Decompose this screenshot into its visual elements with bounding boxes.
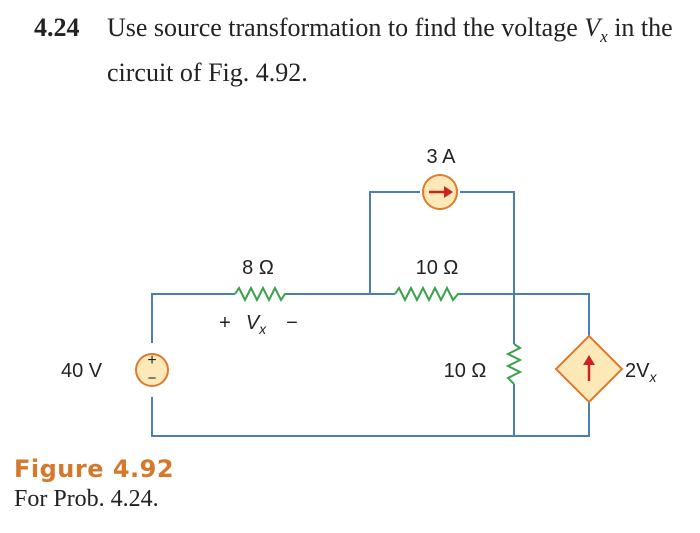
vx-plus-sign: +	[219, 312, 231, 334]
voltage-source-40v: + −	[135, 352, 169, 387]
resistor-8ohm-label: 8 Ω	[242, 257, 274, 279]
voltage-source-plus: +	[147, 352, 156, 369]
problem-number: 4.24	[34, 13, 80, 42]
resistor-10ohm-top-label: 10 Ω	[416, 257, 459, 279]
current-source-label: 3 A	[427, 146, 457, 168]
vx-label-sub: x	[258, 321, 267, 337]
voltage-source-minus: −	[148, 370, 157, 387]
wire-right-top	[462, 293, 590, 336]
dependent-source-value: 2V	[625, 360, 650, 382]
resistor-8ohm	[234, 285, 289, 303]
resistor-shunt-label: 10 Ω	[444, 360, 487, 382]
problem-text-before: Use source transformation to find the vo…	[107, 13, 585, 42]
problem-text-after: in the circuit of Fig. 4.92.	[107, 13, 673, 88]
dependent-source-subscript: x	[648, 369, 657, 385]
wire-left-upper	[151, 293, 235, 343]
problem-text: Use source transformation to find the vo…	[107, 10, 692, 91]
figure-title: Figure 4.92	[14, 455, 175, 483]
vx-label: Vx	[246, 312, 267, 337]
problem-variable: V	[584, 13, 601, 42]
current-source-3a	[422, 174, 458, 210]
voltage-source-label: 40 V	[61, 360, 103, 382]
resistor-10ohm-top	[394, 285, 462, 303]
wires	[151, 191, 590, 437]
problem-variable-subscript: x	[600, 27, 608, 47]
figure-caption: For Prob. 4.24.	[14, 486, 159, 512]
wire-loop-right	[460, 191, 515, 294]
dependent-source-label: 2Vx	[625, 360, 657, 385]
dependent-current-source	[554, 334, 624, 404]
wire-left-lower	[151, 397, 590, 437]
resistor-10ohm-shunt	[505, 343, 523, 385]
vx-minus-sign: −	[286, 312, 298, 334]
vx-label-var: V	[246, 312, 261, 334]
wire-loop-left	[369, 191, 420, 294]
